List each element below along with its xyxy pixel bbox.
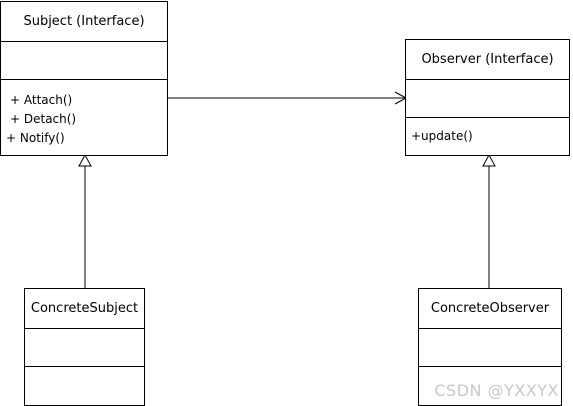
subject-attributes xyxy=(1,41,167,79)
method-attach: + Attach() xyxy=(10,93,73,107)
observer-class: Observer (Interface) +update() xyxy=(405,39,570,156)
watermark: CSDN @YXXYX xyxy=(434,381,559,400)
subject-methods: + Attach() + Detach() + Notify() xyxy=(1,79,167,155)
method-detach: + Detach() xyxy=(10,112,77,126)
method-update: +update() xyxy=(411,129,473,143)
concrete-observer-class: ConcreteObserver xyxy=(418,288,562,406)
observer-name: Observer (Interface) xyxy=(421,52,554,67)
hollow-triangle-icon-observer xyxy=(482,153,496,167)
observer-attributes xyxy=(406,79,569,117)
concrete-subject-methods xyxy=(25,366,144,405)
subject-name: Subject (Interface) xyxy=(23,14,145,29)
subject-class: Subject (Interface) + Attach() + Detach(… xyxy=(0,1,168,156)
observer-methods: +update() xyxy=(406,117,569,155)
hollow-triangle-icon-subject xyxy=(78,153,92,167)
concrete-subject-class: ConcreteSubject xyxy=(24,288,145,406)
concrete-observer-name: ConcreteObserver xyxy=(430,301,550,316)
method-notify: + Notify() xyxy=(6,131,65,145)
concrete-observer-attributes xyxy=(419,328,561,366)
concrete-subject-attributes xyxy=(25,328,144,366)
concrete-observer-methods xyxy=(419,366,561,405)
concrete-subject-name: ConcreteSubject xyxy=(30,301,139,316)
